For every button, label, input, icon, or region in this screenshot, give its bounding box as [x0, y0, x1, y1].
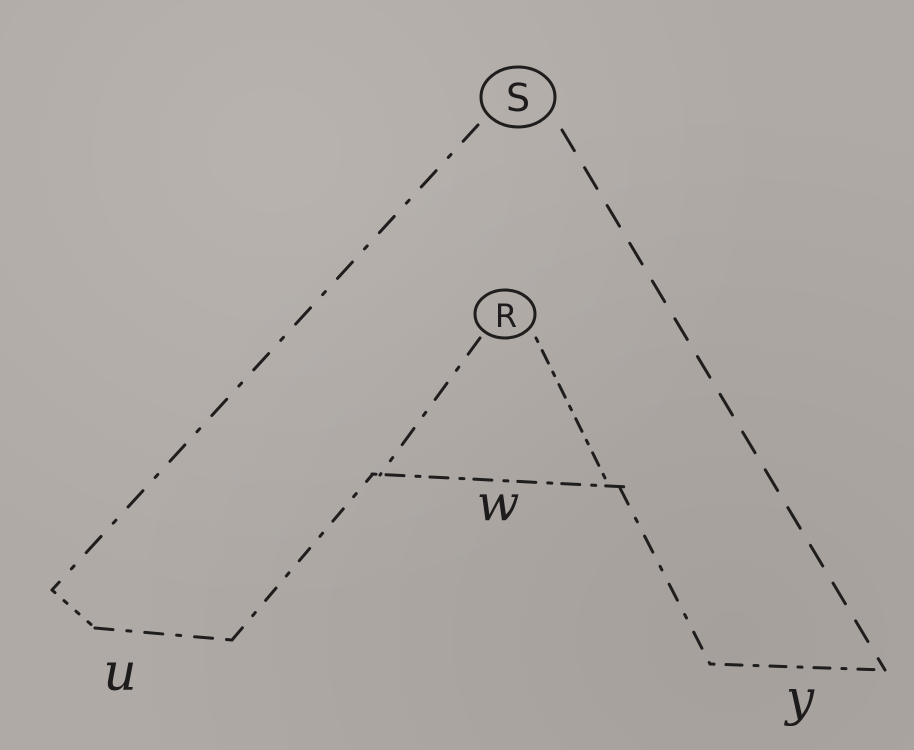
outer-left-edge [50, 123, 480, 592]
outer-right-edge [560, 128, 887, 672]
inner-left-edge [378, 336, 482, 477]
y-base-edge [708, 662, 887, 672]
u-base-edge [93, 626, 234, 642]
label-w: w [477, 474, 520, 532]
node-s: S [479, 65, 557, 129]
u-to-inner-edge [230, 473, 374, 642]
inner-to-y-edge [618, 486, 712, 666]
outer-bottom-left-corner [50, 588, 97, 630]
label-u: u [103, 643, 137, 703]
node-r: R [473, 288, 537, 340]
node-r-label: R [495, 297, 517, 335]
label-y: y [784, 669, 815, 727]
w-base-edge [370, 472, 630, 489]
inner-right-edge [534, 336, 607, 480]
node-s-label: S [506, 76, 530, 120]
